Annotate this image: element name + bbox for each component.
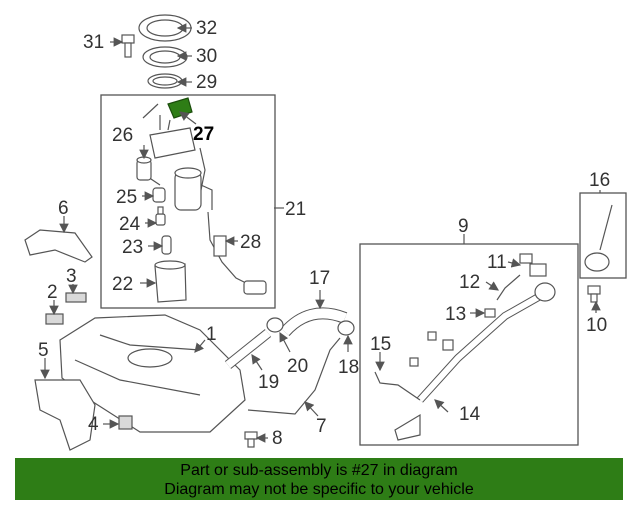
part-18-clamp (337, 320, 355, 336)
part-29-gasket (147, 73, 183, 89)
part-clip (442, 339, 454, 351)
callout-14: 14 (459, 404, 481, 425)
callout-1: 1 (206, 324, 217, 345)
callout-29: 29 (196, 72, 217, 93)
part-28-sender (207, 211, 267, 295)
part-31-bolt (121, 34, 135, 58)
part-16-cap (584, 204, 613, 272)
assembly-box-21 (100, 94, 276, 309)
banner-line-1: Part or sub-assembly is #27 in diagram (180, 462, 458, 479)
callout-8: 8 (272, 428, 283, 449)
part-bolt-a (427, 331, 437, 341)
callout-13: 13 (445, 304, 466, 325)
part-2-pad (45, 313, 64, 325)
callout-17: 17 (309, 268, 330, 289)
part-20-clamp (266, 317, 284, 333)
notice-banner: Part or sub-assembly is #27 in diagram D… (15, 458, 623, 500)
callout-18: 18 (338, 357, 359, 378)
callout-23: 23 (122, 237, 143, 258)
part-26-filter (136, 156, 152, 181)
callout-30: 30 (196, 46, 217, 67)
callout-22: 22 (112, 274, 133, 295)
parts-diagram: 32 31 30 29 27 26 25 24 23 22 28 21 6 3 … (24, 14, 627, 451)
callout-20: 20 (287, 356, 308, 377)
part-25 (152, 187, 166, 203)
callout-7: 7 (316, 416, 327, 437)
part-8-bolt (244, 431, 258, 448)
callout-21: 21 (285, 199, 306, 220)
callout-11: 11 (487, 252, 507, 273)
callout-15: 15 (370, 334, 391, 355)
part-24 (155, 206, 166, 226)
callout-24: 24 (119, 214, 141, 235)
part-22-reservoir (154, 260, 187, 303)
callout-27: 27 (193, 124, 214, 145)
callout-3: 3 (66, 266, 77, 287)
banner-line-2: Diagram may not be specific to your vehi… (164, 481, 474, 498)
callout-labels: 32 31 30 29 27 26 25 24 23 22 28 21 6 3 … (38, 18, 610, 449)
part-10-bolt (587, 285, 601, 303)
part-15-hose (374, 371, 421, 401)
callout-2: 2 (47, 282, 58, 303)
callout-10: 10 (586, 315, 607, 336)
part-30-lock-ring (142, 46, 188, 68)
assembly-box-9 (359, 243, 579, 446)
part-13 (484, 308, 496, 318)
part-3-pad (65, 292, 87, 303)
leader-lines (40, 23, 601, 443)
part-23 (161, 235, 172, 255)
callout-19: 19 (258, 372, 279, 393)
callout-6: 6 (58, 198, 69, 219)
assembly-box-16 (579, 192, 627, 279)
part-bolt-b (409, 357, 419, 367)
part-5-shield (34, 379, 96, 451)
callout-4: 4 (88, 414, 99, 435)
callout-16: 16 (589, 170, 610, 191)
callout-32: 32 (196, 18, 217, 39)
part-7-strap (247, 337, 341, 415)
fuel-pump-body (174, 167, 213, 211)
callout-5: 5 (38, 340, 49, 361)
part-12-hose (496, 274, 521, 301)
part-14-filler-neck (417, 282, 556, 403)
part-bracket (394, 413, 421, 441)
part-11-connector (519, 253, 547, 277)
callout-26: 26 (112, 125, 133, 146)
callout-25: 25 (116, 187, 137, 208)
part-4 (118, 415, 133, 430)
callout-12: 12 (459, 272, 480, 293)
callout-28: 28 (240, 232, 261, 253)
callout-9: 9 (458, 216, 469, 237)
part-6-heat-shield (24, 229, 93, 263)
callout-31: 31 (83, 32, 104, 53)
